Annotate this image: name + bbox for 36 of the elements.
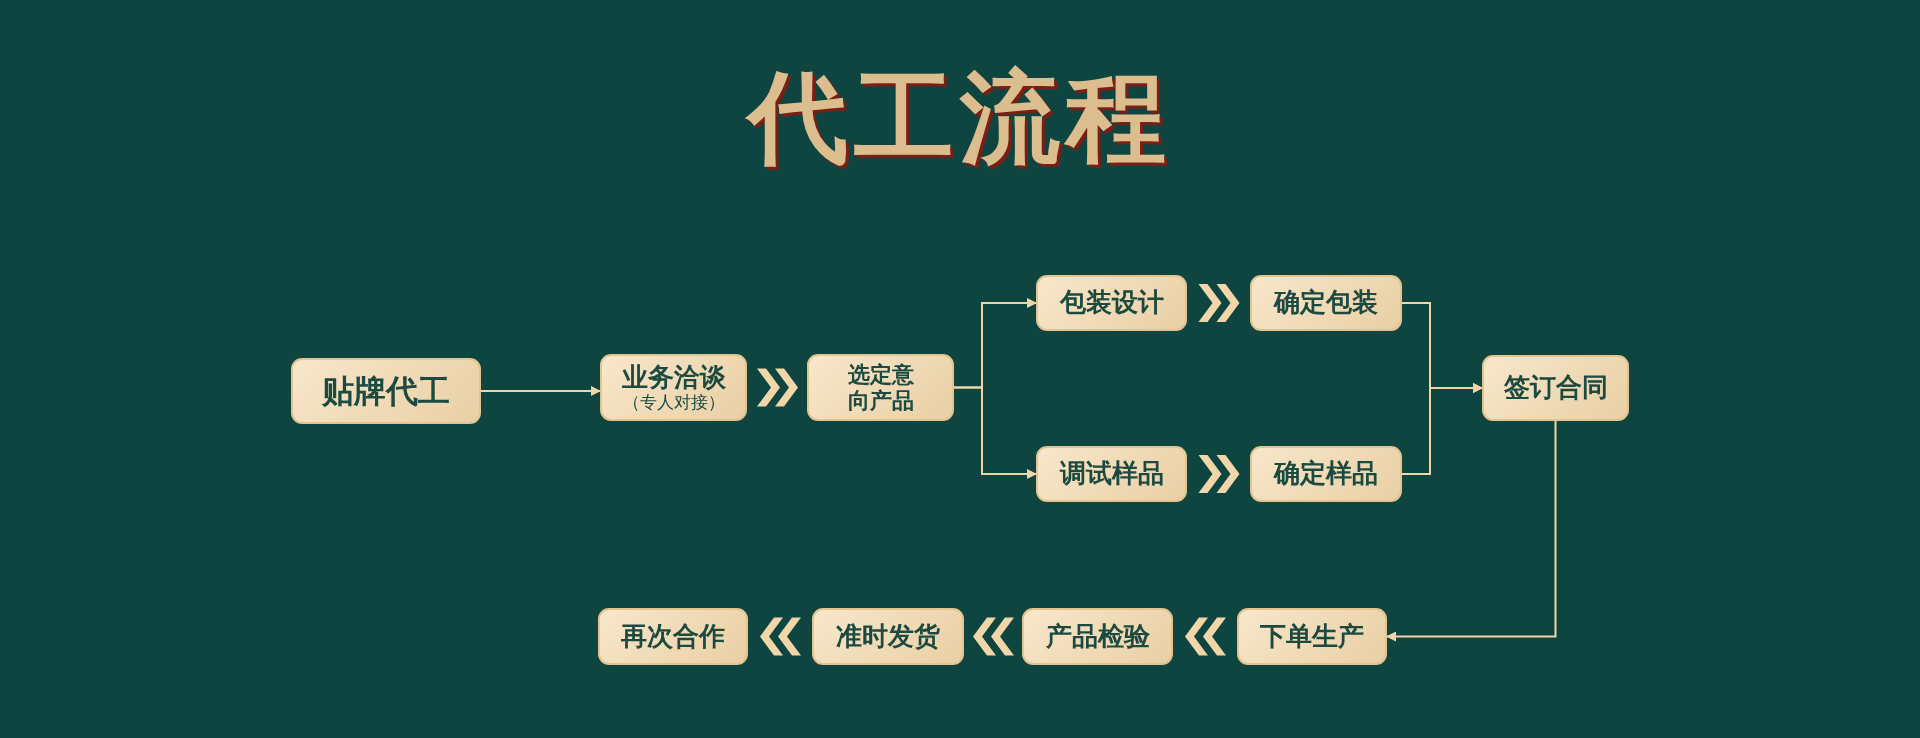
box-label: 产品检验 — [1045, 621, 1150, 652]
title: 代工流程 — [0, 52, 1920, 187]
process-box — [1237, 608, 1387, 665]
box-label: 贴牌代工 — [322, 372, 450, 410]
arrow — [953, 386, 1037, 479]
box-label: 确定样品 — [1274, 459, 1378, 489]
box-label: 再次合作 — [621, 621, 725, 652]
process-box — [1036, 446, 1187, 502]
arrow — [1386, 420, 1557, 642]
process-box — [1022, 608, 1173, 665]
process-box — [598, 608, 748, 665]
arrow — [1401, 383, 1483, 475]
process-box — [1482, 355, 1629, 421]
box-label: 调试样品 — [1059, 459, 1164, 489]
box-label: 业务洽谈 — [621, 362, 726, 393]
process-box — [1036, 275, 1187, 331]
box-label: 下单生产 — [1260, 621, 1364, 652]
chevron-arrow — [757, 368, 798, 407]
chevron-arrow — [1198, 284, 1240, 322]
process-box — [807, 354, 954, 421]
process-box — [1250, 446, 1402, 502]
chevron-arrow — [973, 617, 1014, 656]
chevron-arrow — [760, 617, 801, 656]
chevron-arrow — [1185, 617, 1226, 656]
box-label: 确定包装 — [1274, 288, 1378, 318]
arrow — [480, 386, 601, 396]
box-label: 选定意向产品 — [846, 362, 915, 413]
box-label: 准时发货 — [836, 621, 940, 652]
box-label: 签订合同 — [1503, 373, 1608, 403]
box-sublabel: （专人对接） — [622, 392, 725, 413]
process-box — [1250, 275, 1402, 331]
box-label: 包装设计 — [1059, 288, 1164, 318]
process-box — [812, 608, 964, 665]
process-box — [291, 358, 481, 424]
chevron-arrow — [1198, 455, 1240, 493]
process-box — [600, 354, 747, 421]
